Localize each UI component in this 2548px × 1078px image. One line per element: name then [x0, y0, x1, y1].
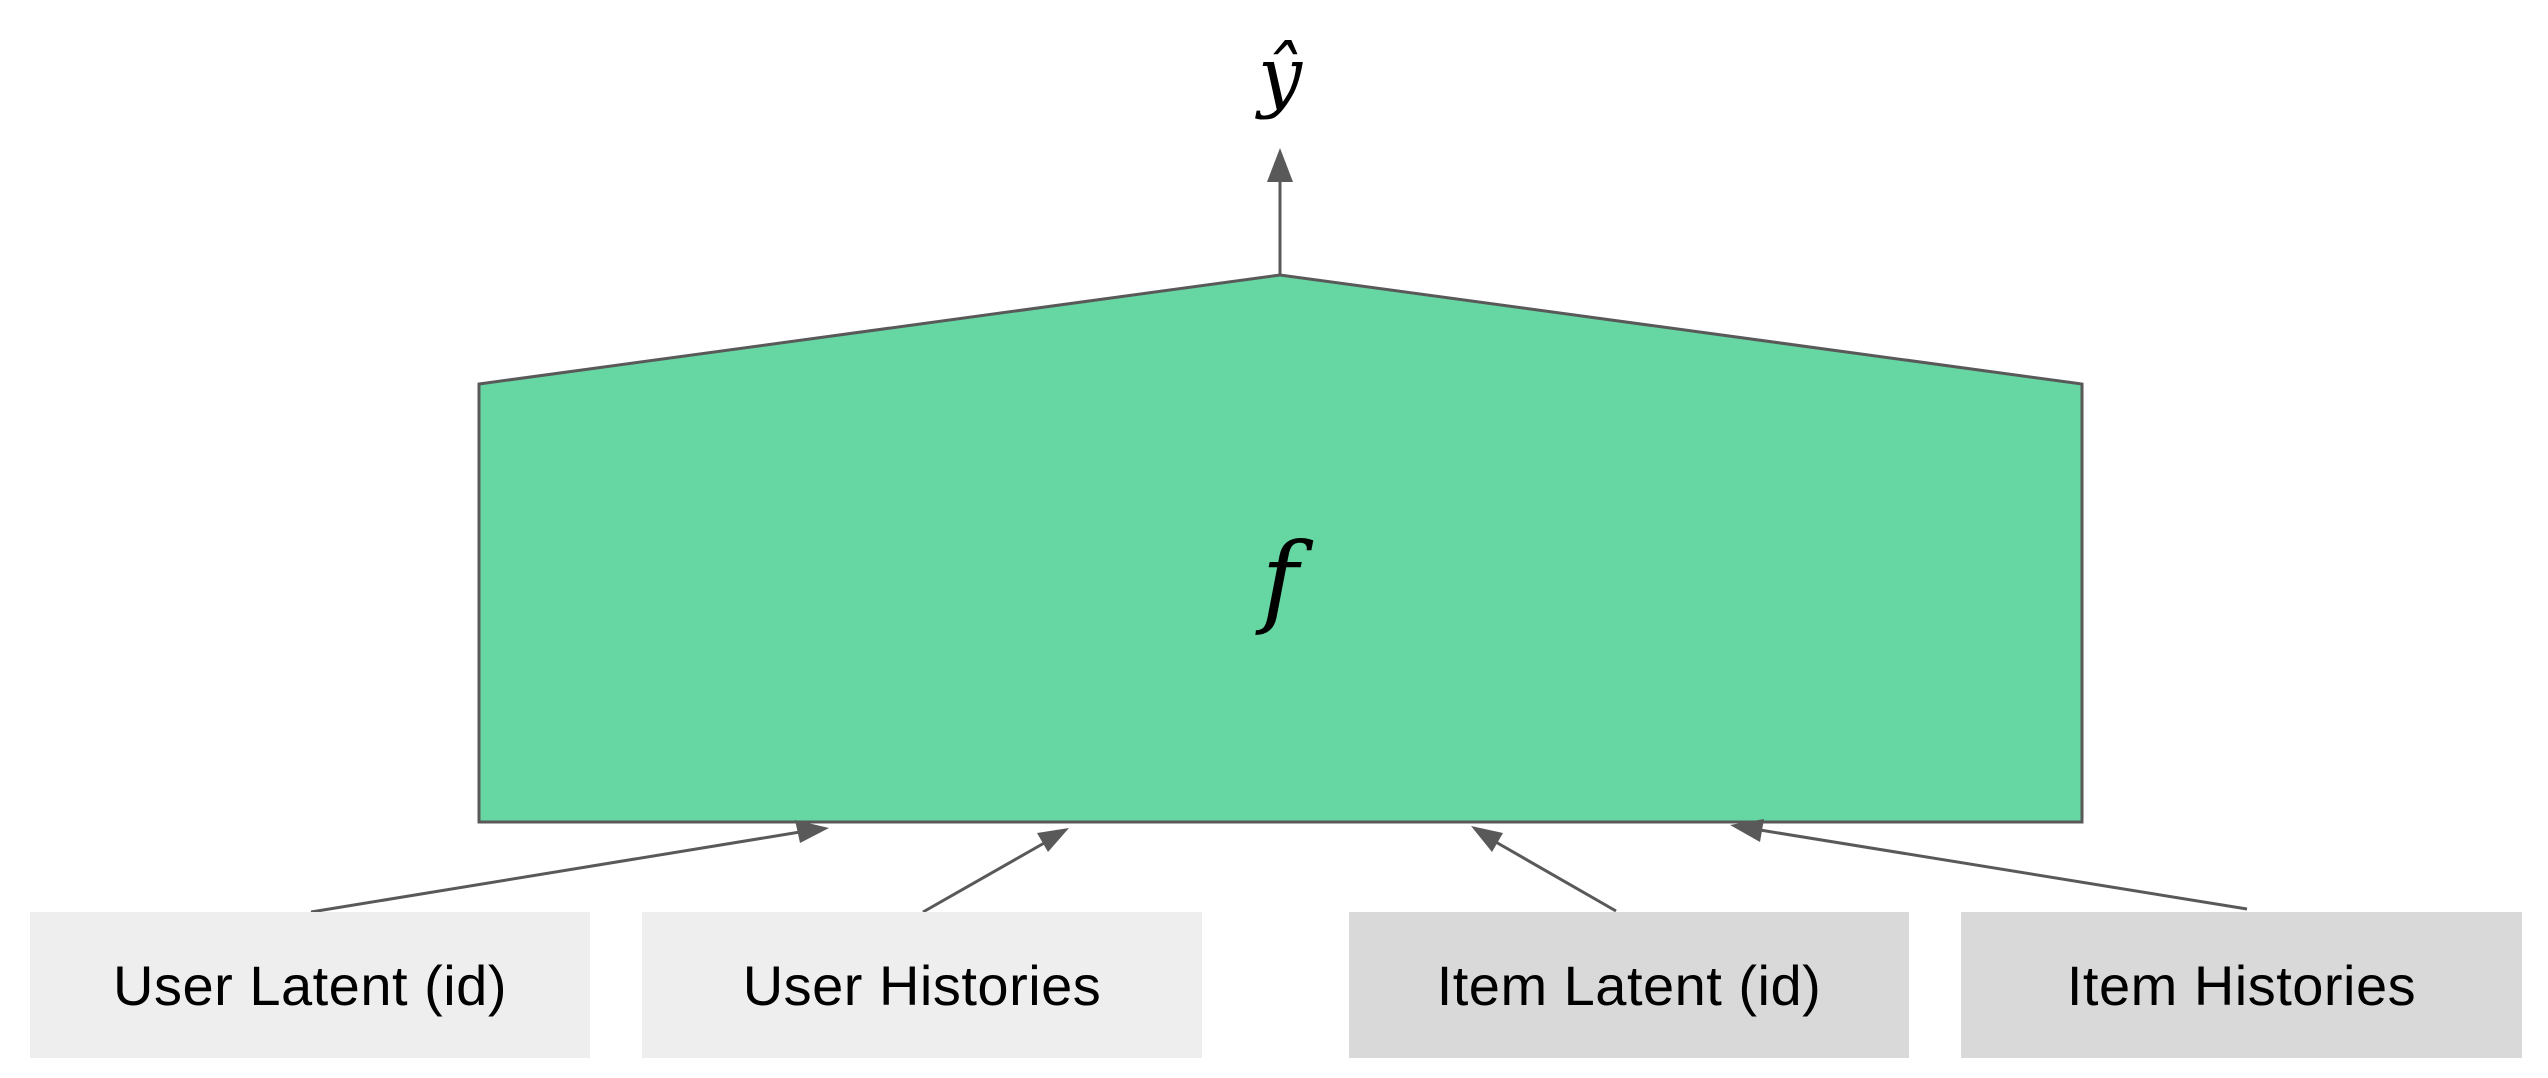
- input-box-user-histories: User Histories: [642, 912, 1202, 1058]
- input-arrow-user-latent: [310, 820, 829, 914]
- input-box-user-latent: User Latent (id): [30, 912, 590, 1058]
- input-label-user-latent: User Latent (id): [113, 953, 507, 1017]
- input-arrow-user-histories: [922, 828, 1069, 914]
- input-box-item-latent: Item Latent (id): [1349, 912, 1909, 1058]
- input-arrow-item-histories: [1730, 819, 2248, 911]
- output-arrowhead: [1267, 148, 1293, 182]
- function-block: [477, 273, 2084, 824]
- input-box-item-histories: Item Histories: [1961, 912, 2522, 1058]
- input-label-item-histories: Item Histories: [2066, 953, 2417, 1017]
- input-label-user-histories: User Histories: [742, 953, 1102, 1017]
- function-label: f: [1261, 521, 1299, 638]
- output-label: ŷ: [1257, 31, 1303, 121]
- input-arrow-item-latent: [1471, 826, 1617, 913]
- input-label-item-latent: Item Latent (id): [1436, 953, 1822, 1017]
